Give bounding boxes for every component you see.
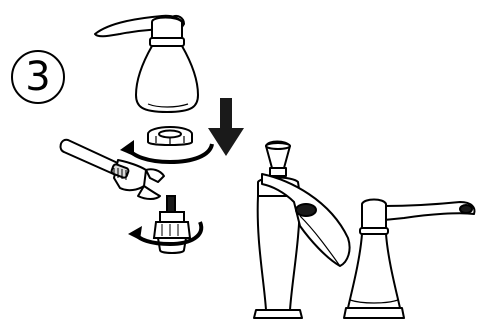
dispenser-head [362,200,386,229]
dispenser-body [348,234,400,308]
waterfall-faucet [254,142,350,319]
mounting-nut [148,127,192,145]
wrench [61,140,164,199]
down-arrow-icon [208,98,244,156]
pump-cap [152,18,182,39]
installed-soap-dispenser [344,200,474,319]
pump-collar [150,38,184,46]
step-number: 3 [8,52,68,102]
pump-body [136,46,198,112]
soap-dispenser-pump [95,16,198,112]
